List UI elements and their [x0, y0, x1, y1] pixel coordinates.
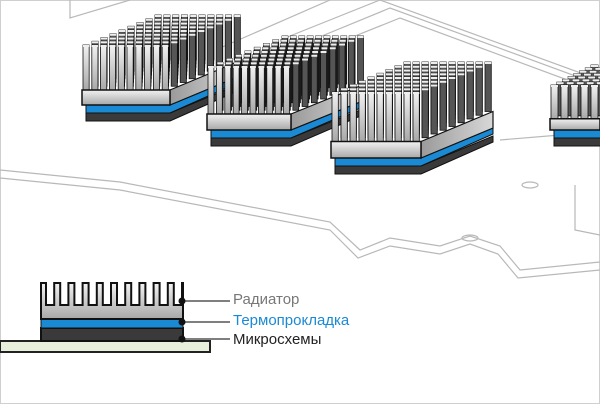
- heatsink: [549, 64, 600, 147]
- chip-layer: [40, 327, 184, 342]
- thermal-pad: [553, 129, 600, 139]
- board-layer: [0, 340, 211, 353]
- heatsink: [81, 14, 243, 122]
- radiator-layer: [40, 282, 184, 320]
- thermal-pad-layer: [40, 318, 184, 329]
- layer-stack-diagram: [0, 282, 230, 353]
- legend-label-chips: Микросхемы: [233, 331, 322, 348]
- heatsink: [330, 61, 494, 175]
- legend-label-radiator: Радиатор: [233, 291, 300, 308]
- legend-label-thermal-pad: Термопрокладка: [233, 312, 350, 329]
- chip: [553, 137, 600, 147]
